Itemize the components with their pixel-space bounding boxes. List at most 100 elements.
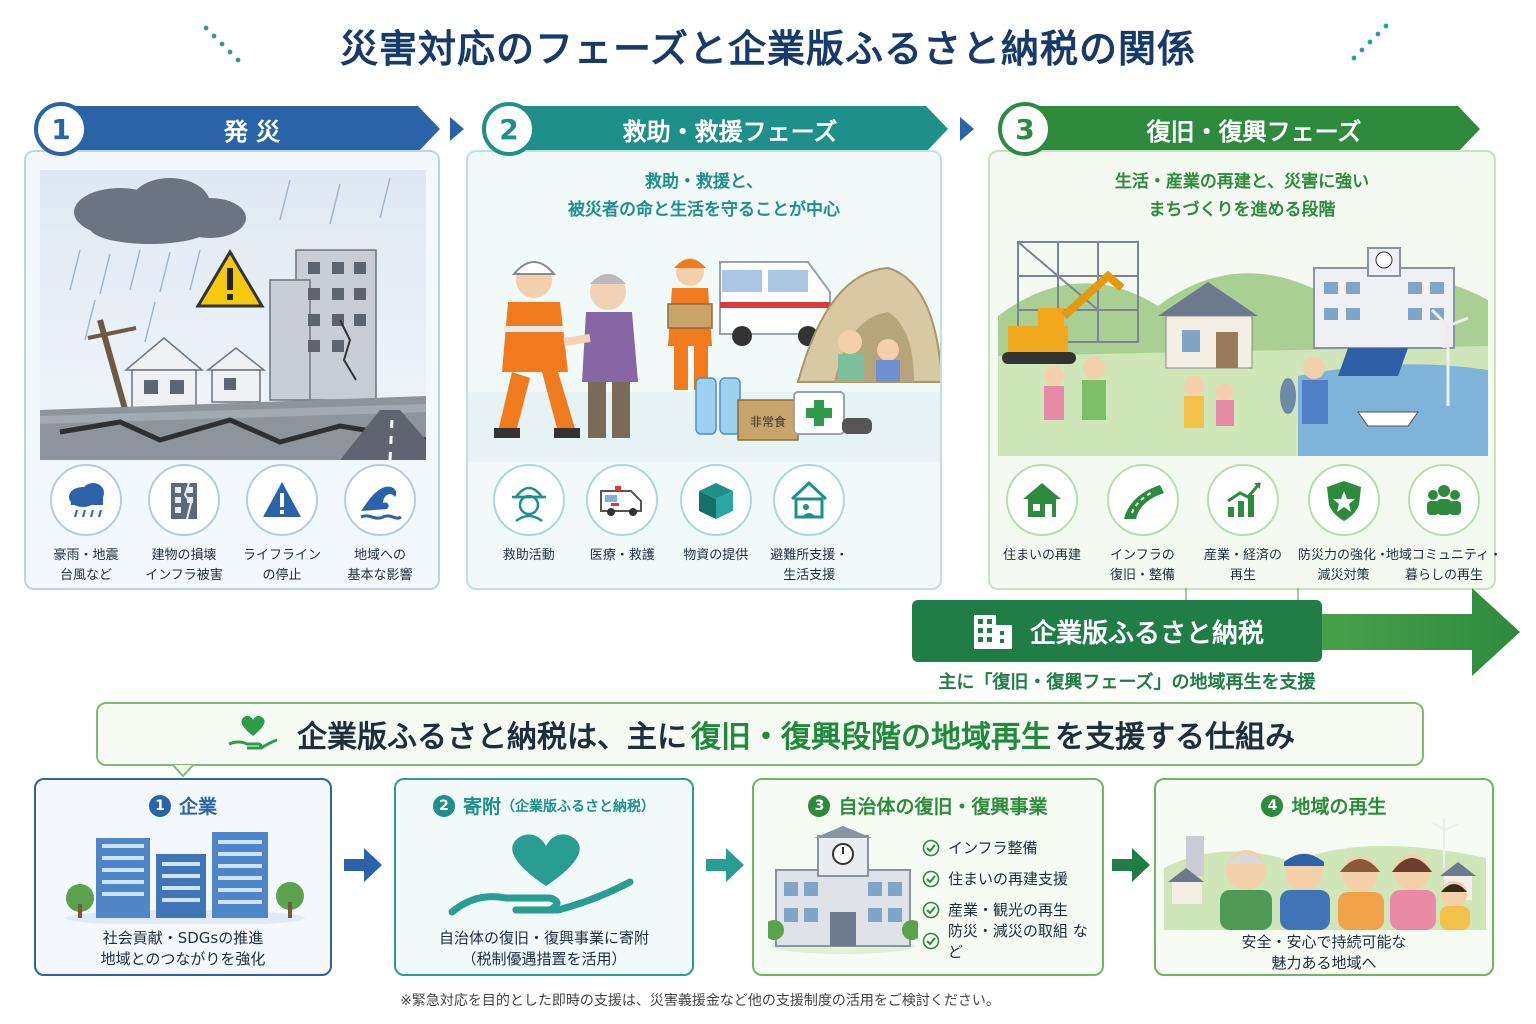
impact-label: 地域への	[353, 548, 406, 563]
title-decoration-left	[203, 25, 241, 63]
phase-3-icon-row: 住まいの再建 インフラの復旧・整備 産業・経済の再生 防災力の強化・減災対策 地…	[994, 464, 1502, 586]
flow-step-number: 1	[148, 794, 171, 817]
checklist-item-label: 防災・減災の取組 など	[947, 921, 1088, 961]
warning-icon	[246, 464, 318, 536]
shield-icon	[1307, 464, 1380, 536]
phase-2-icon-row: 救助活動 医療・救護 物資の提供 避難所支援・生活支援	[482, 464, 856, 586]
flow-step-donation: 2 寄附 （企業版ふるさと納税） 自治体の復旧・復興事業に寄附 （税制優遇措置を…	[394, 778, 694, 976]
phase-arrow-icon	[450, 117, 464, 141]
support-label: 生活支援	[783, 568, 836, 583]
house-icon	[1006, 464, 1078, 536]
impact-label: 台風など	[59, 568, 112, 583]
phase-3-description-line: 生活・産業の再建と、災害に強い	[1114, 172, 1370, 192]
support-label: 避難所支援・	[770, 548, 849, 563]
emergency-food-label: 非常食	[750, 414, 786, 429]
summary-highlight: 復旧・復興段階の地域再生	[691, 720, 1051, 755]
impact-label: 基本な影響	[347, 568, 413, 583]
recovery-label: インフラの	[1110, 548, 1175, 563]
phase-1-panel: 豪雨・地震台風など 建物の損壊インフラ被害 ライフラインの停止 地域への基本な影…	[24, 150, 440, 590]
title-decoration-right	[1351, 23, 1389, 61]
phase-1-header: 1 発 災	[34, 102, 440, 156]
flow-step-description-line: 地域とのつながりを強化	[100, 950, 266, 968]
heart-hand-icon	[448, 834, 634, 916]
recovery-item: 防災力の強化・減災対策	[1296, 464, 1392, 586]
connector-lines	[1185, 588, 1299, 602]
recovery-item: 産業・経済の再生	[1195, 464, 1291, 586]
flow-step-title: 1 企業	[36, 792, 330, 819]
recovery-label: 再生	[1229, 568, 1256, 583]
impact-item: 建物の損壊インフラ被害	[136, 464, 232, 586]
recovery-label: 住まいの再建	[1002, 548, 1081, 563]
phase-3-description: 生活・産業の再建と、災害に強い まちづくりを進める段階	[990, 168, 1494, 224]
flow-step-description: 自治体の復旧・復興事業に寄附 （税制優遇措置を活用）	[396, 928, 692, 970]
flow-step-title: 3 自治体の復旧・復興事業	[754, 792, 1102, 819]
impact-label: 豪雨・地震	[53, 548, 119, 563]
impact-label: インフラ被害	[145, 568, 223, 583]
furusato-banner: 企業版ふるさと納税	[912, 600, 1322, 662]
impact-item: 豪雨・地震台風など	[38, 464, 134, 586]
rescuer-helmet-icon	[492, 464, 565, 536]
rain-cloud-icon	[50, 464, 122, 536]
flow-step-description-line: 魅力ある地域へ	[1271, 954, 1377, 972]
flow-step-title-note: （企業版ふるさと納税）	[501, 798, 655, 815]
check-icon	[922, 839, 940, 856]
impact-label: ライフライン	[242, 548, 321, 563]
check-icon	[922, 932, 940, 949]
community-icon	[1408, 464, 1480, 536]
checklist-item-label: 産業・観光の再生	[948, 901, 1069, 919]
flow-step-number: 3	[808, 794, 831, 817]
flow-step-title-text: 企業	[178, 796, 217, 818]
flow-step-description: 社会貢献・SDGsの推進 地域とのつながりを強化	[36, 928, 330, 970]
flow-arrow-icon	[1112, 848, 1150, 882]
impact-label: の停止	[262, 568, 302, 583]
flow-step-description-line: 安全・安心で持続可能な	[1241, 933, 1407, 951]
flow-arrow-icon	[706, 848, 744, 882]
recovery-label: 地域コミュニティ・	[1385, 548, 1503, 563]
flow-step-regional-revival: 4 地域の再生 安全・安心で持続可能な 魅力ある地域へ	[1154, 778, 1494, 976]
recovery-item: インフラの復旧・整備	[1095, 464, 1191, 586]
support-item: 救助活動	[482, 464, 576, 586]
flow-step-description-line: 自治体の復旧・復興事業に寄附	[438, 929, 649, 947]
summary-text-2: を支援する仕組み	[1055, 720, 1295, 755]
flow-step-title-text: 地域の再生	[1291, 796, 1387, 818]
phase-2-description-line: 救助・救援と、	[644, 172, 764, 192]
checklist-item: インフラ整備	[922, 832, 1102, 863]
checklist-item-label: 住まいの再建支援	[948, 870, 1069, 888]
phase-2-description: 救助・救援と、 被災者の命と生活を守ることが中心	[468, 168, 940, 224]
flow-step-company: 1 企業 社会貢献・SDGsの推進 地域とのつながりを強化	[34, 778, 332, 976]
check-icon	[922, 870, 940, 887]
support-item: 物資の提供	[669, 464, 763, 586]
recovery-label: 復旧・整備	[1109, 568, 1175, 583]
checklist-item: 防災・減災の取組 など	[922, 922, 1102, 961]
recovery-label: 産業・経済の	[1203, 548, 1282, 563]
forward-arrow-icon	[1322, 588, 1520, 676]
phase-2-label: 救助・救援フェーズ	[512, 106, 948, 152]
recovery-label: 暮らしの再生	[1405, 568, 1484, 583]
office-building-icon	[973, 615, 1012, 649]
flow-arrow-icon	[344, 848, 382, 882]
check-icon	[922, 901, 940, 918]
damaged-building-icon	[148, 464, 220, 536]
flow-step-title-text: 寄附	[462, 796, 501, 818]
rescue-scene-illustration: 非常食	[468, 258, 940, 462]
phase-arrow-icon	[960, 117, 974, 141]
heart-hand-icon	[228, 715, 278, 750]
recovery-scene-illustration	[998, 241, 1488, 456]
company-buildings-illustration	[65, 832, 305, 924]
furusato-subtitle: 主に「復旧・復興フェーズ」の地域再生を支援	[938, 672, 1316, 693]
recovery-label: 防災力の強化・	[1297, 548, 1389, 563]
support-item: 医療・救護	[576, 464, 670, 586]
phase-3-number: 3	[998, 102, 1052, 156]
recovery-item: 地域コミュニティ・暮らしの再生	[1386, 464, 1502, 586]
project-checklist: インフラ整備 住まいの再建支援 産業・観光の再生 防災・減災の取組 など	[922, 832, 1102, 961]
recovery-label: 減災対策	[1317, 568, 1370, 583]
phase-1-label: 発 災	[64, 106, 440, 152]
support-item: 避難所支援・生活支援	[763, 464, 857, 586]
phase-3-header: 3 復旧・復興フェーズ	[998, 102, 1480, 156]
phase-1-icon-row: 豪雨・地震台風など 建物の損壊インフラ被害 ライフラインの停止 地域への基本な影…	[38, 464, 428, 586]
phase-2-panel: 救助・救援と、 被災者の命と生活を守ることが中心	[466, 150, 942, 590]
impact-item: 地域への基本な影響	[332, 464, 428, 586]
growth-chart-icon	[1207, 464, 1279, 536]
shelter-icon	[773, 464, 846, 536]
phase-2-number: 2	[482, 102, 536, 156]
